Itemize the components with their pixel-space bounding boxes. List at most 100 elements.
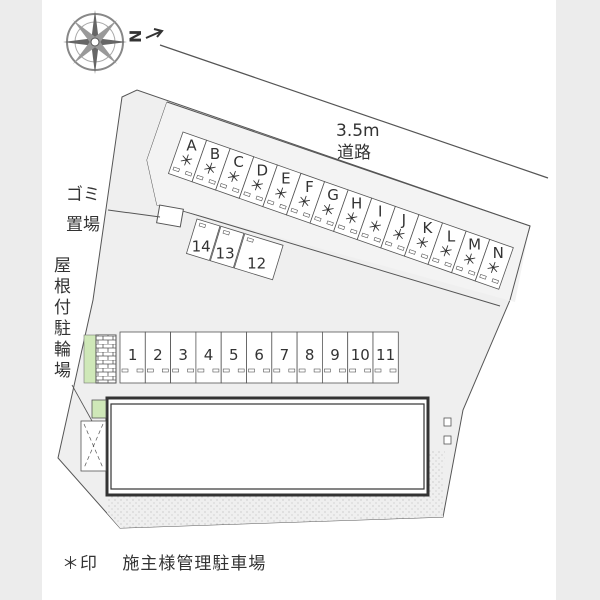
owner-mark: ＊ xyxy=(294,191,314,213)
meter-icon xyxy=(443,417,452,445)
owner-mark: ＊ xyxy=(271,183,291,205)
parking-slot-12: 12 xyxy=(233,233,284,281)
owner-mark: ＊ xyxy=(341,208,361,230)
bike-label-char: 付 xyxy=(54,298,71,318)
parking-slot-8: 8 xyxy=(296,331,323,384)
bike-label-char: 場 xyxy=(54,361,71,381)
slot-label: E xyxy=(281,170,290,188)
slot-label: 3 xyxy=(178,346,188,364)
slot-band-edge xyxy=(166,101,531,301)
north-arrow: N xyxy=(126,30,145,43)
slot-label: 11 xyxy=(376,346,395,364)
slot-label: G xyxy=(327,186,339,204)
slot-label: J xyxy=(401,211,406,229)
parking-slot-N: N＊ xyxy=(474,238,514,290)
bike-label-char: 輪 xyxy=(54,340,71,360)
slot-label: 12 xyxy=(247,254,266,272)
parking-slot-10: 10 xyxy=(347,331,374,384)
bike-parking-green xyxy=(83,334,97,384)
building-inner xyxy=(110,403,425,490)
owner-mark: ＊ xyxy=(365,216,385,238)
garbage-leader xyxy=(107,209,161,218)
parking-slot-4: 4 xyxy=(195,331,222,384)
slot-label: D xyxy=(256,161,268,179)
owner-mark: ＊ xyxy=(223,166,243,188)
owner-mark: ＊ xyxy=(318,199,338,221)
parking-slot-K: K＊ xyxy=(403,214,444,265)
parking-slot-2: 2 xyxy=(144,331,172,384)
slot-label: 14 xyxy=(192,237,211,255)
slot-label: 4 xyxy=(204,346,214,364)
slot-label: F xyxy=(305,178,314,196)
bike-parking-roof xyxy=(95,334,117,384)
owner-mark: ＊ xyxy=(388,224,408,246)
parking-slot-13: 13 xyxy=(209,225,245,269)
road-edge xyxy=(159,44,549,179)
parking-slot-A: A＊ xyxy=(167,131,208,183)
parking-slot-D: D＊ xyxy=(238,156,278,208)
slot-label: N xyxy=(493,244,504,262)
slot-label: 9 xyxy=(330,346,340,364)
owner-mark: ＊ xyxy=(247,174,267,196)
slot-label: 2 xyxy=(153,346,163,364)
slot-label: M xyxy=(468,236,481,254)
slot-label: 1 xyxy=(128,346,138,364)
bike-label-char: 根 xyxy=(54,277,71,297)
right-margin xyxy=(556,0,600,600)
parking-slot-C: C＊ xyxy=(215,148,255,199)
north-arrow-icon xyxy=(145,28,164,39)
owner-slots: A＊B＊C＊D＊E＊F＊G＊H＊I＊J＊K＊L＊M＊N＊ xyxy=(167,131,514,290)
gravel-area xyxy=(107,450,445,528)
road-width: 3.5m xyxy=(336,121,380,141)
owner-mark: ＊ xyxy=(176,150,196,172)
road-label: 道路 xyxy=(337,143,371,163)
parking-slot-G: G＊ xyxy=(309,181,349,232)
slot-label: 7 xyxy=(280,346,290,364)
slot-label: B xyxy=(210,145,220,163)
parking-slot-B: B＊ xyxy=(191,139,231,191)
slot-label: H xyxy=(351,194,362,212)
bike-label-char: 屋 xyxy=(54,256,71,276)
parking-slot-1: 1 xyxy=(119,331,146,384)
slot-label: 5 xyxy=(229,346,239,364)
legend-mark: ＊印 xyxy=(62,554,98,574)
parking-slot-7: 7 xyxy=(271,331,298,384)
slot-label: K xyxy=(423,219,434,237)
slot-label: 6 xyxy=(254,346,264,364)
slot-label: 10 xyxy=(351,346,370,364)
bike-space-x-icon xyxy=(83,423,104,469)
parking-slot-11: 11 xyxy=(372,331,399,384)
parking-slot-H: H＊ xyxy=(333,189,373,241)
parking-slot-E: E＊ xyxy=(262,164,302,216)
parking-slot-J: J＊ xyxy=(380,205,420,257)
owner-mark: ＊ xyxy=(483,257,503,279)
owner-mark: ＊ xyxy=(200,158,220,180)
side-slots: 14 13 12 xyxy=(185,218,284,281)
bike-label-char: 駐 xyxy=(54,319,71,339)
slot-label: C xyxy=(233,153,243,171)
left-margin xyxy=(0,0,42,600)
slot-label: I xyxy=(378,203,382,221)
slot-label: 8 xyxy=(305,346,315,364)
legend-text: 施主様管理駐車場 xyxy=(122,554,267,574)
garbage-label-1: ゴミ xyxy=(66,184,100,205)
owner-mark: ＊ xyxy=(459,249,479,271)
slot-label: A xyxy=(186,137,197,155)
legend: ＊印 施主様管理駐車場 xyxy=(62,549,266,574)
slot-label: 13 xyxy=(216,245,235,263)
parking-slot-M: M＊ xyxy=(451,230,491,282)
parking-slot-9: 9 xyxy=(321,331,349,384)
parking-slot-3: 3 xyxy=(170,331,197,384)
parking-slot-14: 14 xyxy=(185,218,221,261)
north-label: N xyxy=(126,30,145,43)
slot-label: L xyxy=(447,227,456,245)
parking-slot-5: 5 xyxy=(220,331,247,384)
garbage-label-2: 置場 xyxy=(66,215,100,235)
owner-mark: ＊ xyxy=(412,232,432,254)
garbage-area xyxy=(156,204,184,228)
parking-slot-I: I＊ xyxy=(356,197,396,249)
building xyxy=(105,396,430,497)
